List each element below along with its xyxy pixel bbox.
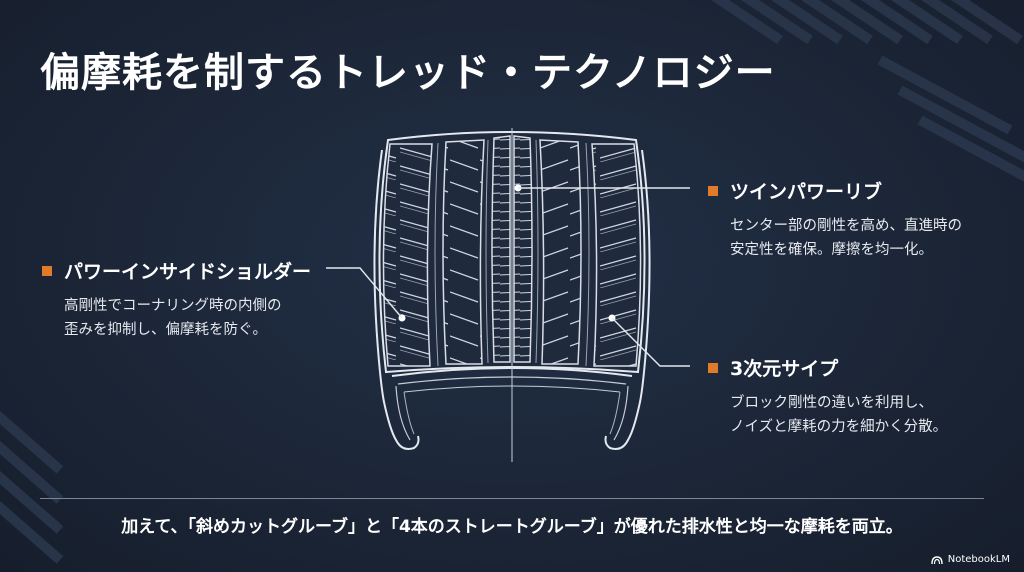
footer-divider bbox=[40, 498, 984, 499]
callout-line: 歪みを抑制し、偏摩耗を防ぐ。 bbox=[64, 322, 267, 338]
footer-summary: 加えて、「斜めカットグルーブ」と「4本のストレートグルーブ」が優れた排水性と均一… bbox=[121, 517, 903, 537]
callout-heading: パワーインサイドショルダー bbox=[64, 261, 312, 283]
callout-leaders bbox=[326, 184, 690, 367]
callout-heading: 3次元サイプ bbox=[730, 358, 839, 380]
orange-square-bullet-icon bbox=[708, 185, 718, 196]
callout-line: 安定性を確保。摩擦を均一化。 bbox=[730, 242, 933, 258]
callout-3d-sipe: 3次元サイプ ブロック剛性の違いを利用し、 ノイズと摩耗の力を細かく分散。 bbox=[708, 354, 947, 439]
brand-watermark: NotebookLM bbox=[931, 554, 1010, 565]
callout-heading: ツインパワーリブ bbox=[730, 181, 883, 203]
orange-square-bullet-icon bbox=[708, 362, 718, 373]
tire-outline bbox=[373, 128, 651, 462]
callout-line: 高剛性でコーナリング時の内側の bbox=[64, 298, 282, 314]
notebooklm-logo-icon bbox=[931, 555, 943, 564]
orange-square-bullet-icon bbox=[42, 265, 52, 276]
brand-name: NotebookLM bbox=[947, 554, 1010, 565]
callout-line: センター部の剛性を高め、直進時の bbox=[730, 218, 962, 234]
callout-line: ノイズと摩耗の力を細かく分散。 bbox=[730, 419, 948, 435]
page-title: 偏摩耗を制するトレッド・テクノロジー bbox=[40, 50, 776, 96]
callout-power-inside-shoulder: パワーインサイドショルダー 高剛性でコーナリング時の内側の 歪みを抑制し、偏摩耗… bbox=[42, 257, 311, 342]
callout-line: ブロック剛性の違いを利用し、 bbox=[730, 395, 933, 411]
callout-twin-power-rib: ツインパワーリブ センター部の剛性を高め、直進時の 安定性を確保。摩擦を均一化。 bbox=[708, 177, 962, 262]
